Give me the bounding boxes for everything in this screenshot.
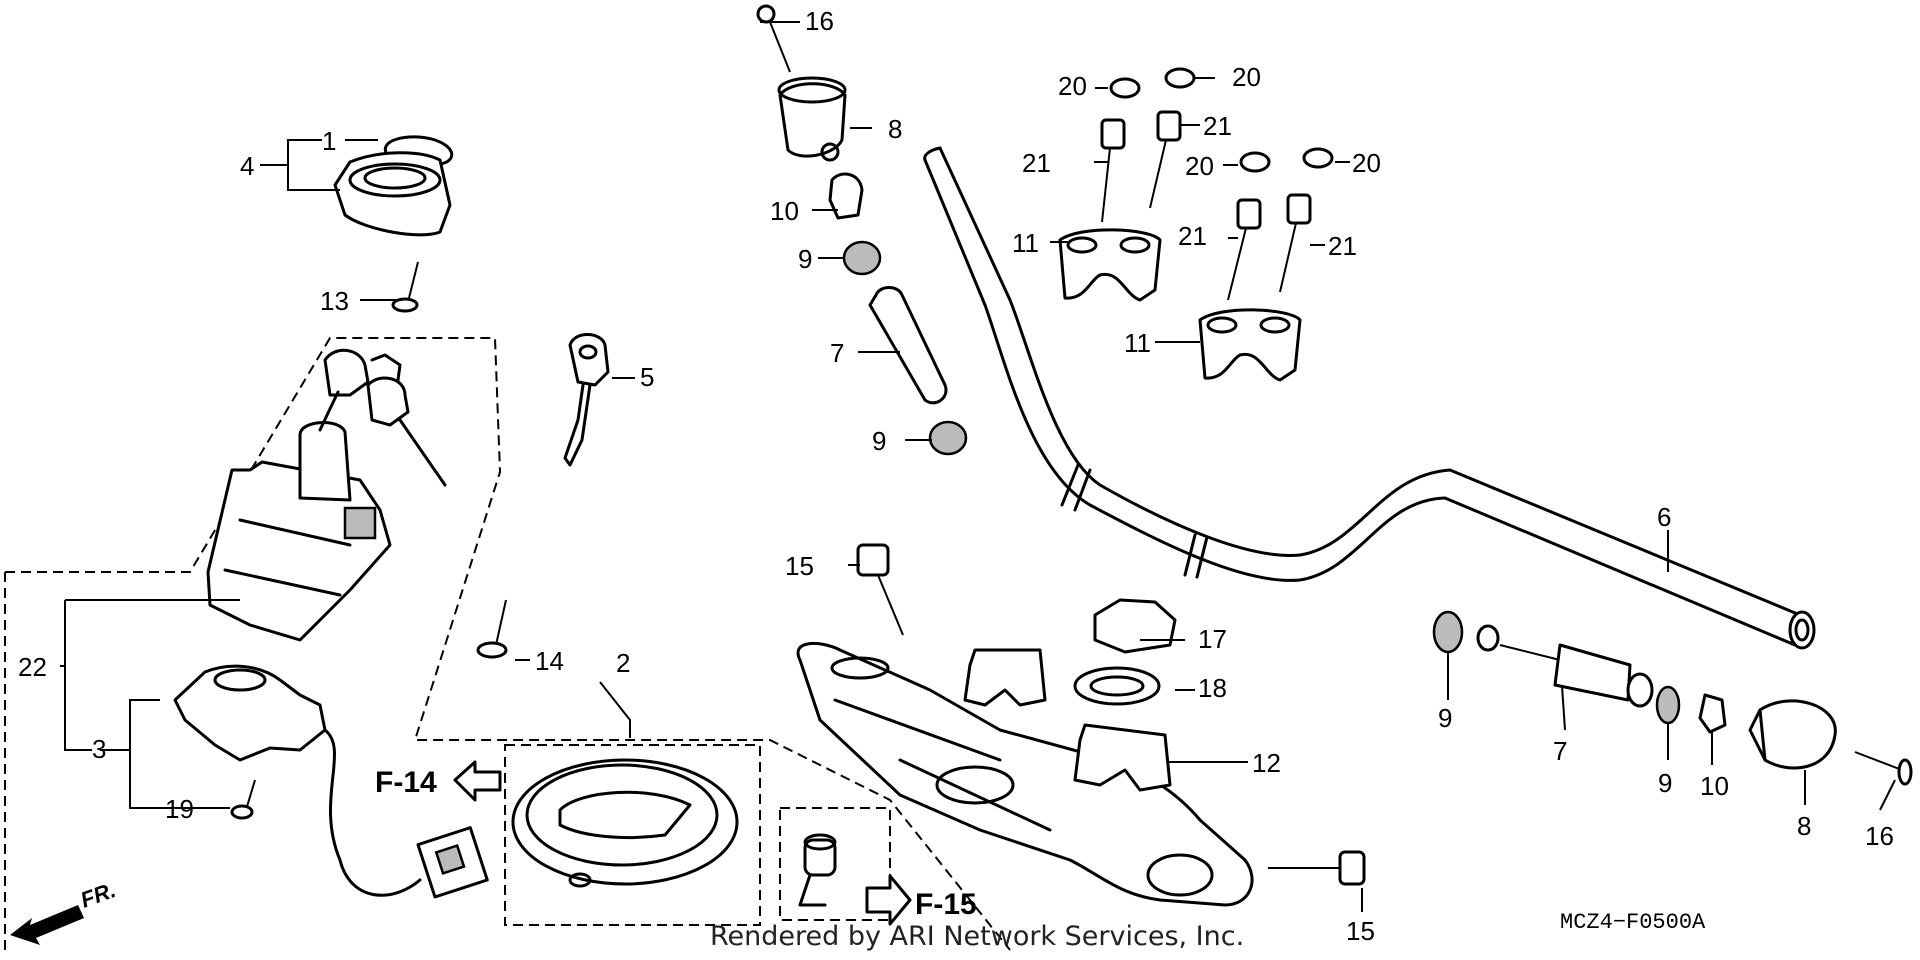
front-direction-marker: FR.: [10, 877, 119, 945]
assembly-boundaries: [4, 337, 1011, 951]
callout-8-top: 8: [888, 114, 902, 144]
callout-3: 3: [92, 734, 106, 764]
leader-lines: [60, 21, 1896, 912]
washer-9-mid: [928, 420, 968, 456]
callout-21-c: 21: [1178, 221, 1207, 251]
callout-20-a: 20: [1058, 71, 1087, 101]
callout-20-b: 20: [1232, 62, 1261, 92]
callout-20-c: 20: [1185, 151, 1214, 181]
callout-5: 5: [640, 362, 654, 392]
weight-inner-7-top: [868, 286, 948, 405]
screw-13: [391, 261, 419, 313]
callout-9-top: 9: [798, 244, 812, 274]
callout-6: 6: [1657, 502, 1671, 532]
bar-end-weight-8-top: [777, 76, 847, 162]
callout-16-top: 16: [805, 6, 834, 36]
callout-22: 22: [18, 652, 47, 682]
callout-1: 1: [322, 126, 336, 156]
screw-16-top: [756, 4, 791, 73]
callout-12: 12: [1252, 748, 1281, 778]
callout-21-d: 21: [1328, 231, 1357, 261]
callout-11-upper: 11: [1012, 228, 1039, 258]
callout-9-right-a: 9: [1438, 703, 1452, 733]
callout-17: 17: [1198, 624, 1227, 654]
callout-21-b: 21: [1203, 111, 1232, 141]
callout-20-d: 20: [1352, 148, 1381, 178]
nut-17: [1093, 598, 1177, 654]
holder-11-lower: [1198, 308, 1302, 382]
callout-9-mid: 9: [872, 426, 886, 456]
reference-arrow-f15[interactable]: F-15: [865, 874, 977, 926]
fuel-cap-2: [511, 758, 739, 888]
reference-f15-label: F-15: [915, 888, 977, 921]
caps-20: [1109, 67, 1334, 173]
callout-9-right-b: 9: [1658, 768, 1672, 798]
callout-21-a: 21: [1022, 148, 1051, 178]
switch-body-3: [173, 664, 489, 899]
callout-13: 13: [320, 286, 349, 316]
bolt-15-upper: [856, 543, 904, 636]
callout-4: 4: [240, 151, 254, 181]
bolts-21: [1100, 110, 1312, 301]
callout-2: 2: [616, 648, 630, 678]
watermark: Rendered by ARI Network Services, Inc.: [710, 921, 1244, 952]
callout-10-right: 10: [1700, 771, 1729, 801]
callout-15-lower: 15: [1346, 916, 1375, 946]
callout-8-right: 8: [1797, 811, 1811, 841]
washer-18: [1073, 666, 1161, 706]
callout-10-top: 10: [770, 196, 799, 226]
front-direction-label: FR.: [77, 877, 119, 913]
callout-7-right: 7: [1553, 736, 1567, 766]
callout-14: 14: [535, 646, 564, 676]
reference-arrow-f14[interactable]: F-14: [375, 760, 502, 802]
callout-19: 19: [165, 794, 194, 824]
callout-11-lower: 11: [1124, 328, 1151, 358]
callout-16-right: 16: [1865, 821, 1894, 851]
ignition-switch: [206, 349, 447, 642]
key-blank-5: [563, 333, 610, 467]
bolt-15-lower: [1268, 850, 1366, 886]
lock-cylinder: [798, 833, 837, 907]
right-bar-end-set: [1432, 610, 1913, 786]
reference-f14-label: F-14: [375, 766, 437, 799]
collar-10-top: [828, 172, 864, 220]
callout-15-upper: 15: [785, 551, 814, 581]
washer-9-top: [842, 240, 882, 276]
callout-numbers: 1 2 3 4 5 6 7 7 8 8 9 9 9 9 10 10 11 11 …: [18, 6, 1894, 946]
screw-14: [476, 599, 508, 659]
holder-11-upper: [1058, 228, 1162, 302]
top-bridge-12: [796, 641, 1254, 907]
screw-19: [230, 779, 256, 820]
callout-7-top: 7: [830, 338, 844, 368]
switch-cover-4: [333, 151, 452, 237]
handlebar-pipe-6: [923, 146, 1816, 650]
snap-ring-1: [383, 135, 454, 166]
callout-18: 18: [1198, 673, 1227, 703]
diagram-code: MCZ4−F0500A: [1560, 910, 1706, 935]
